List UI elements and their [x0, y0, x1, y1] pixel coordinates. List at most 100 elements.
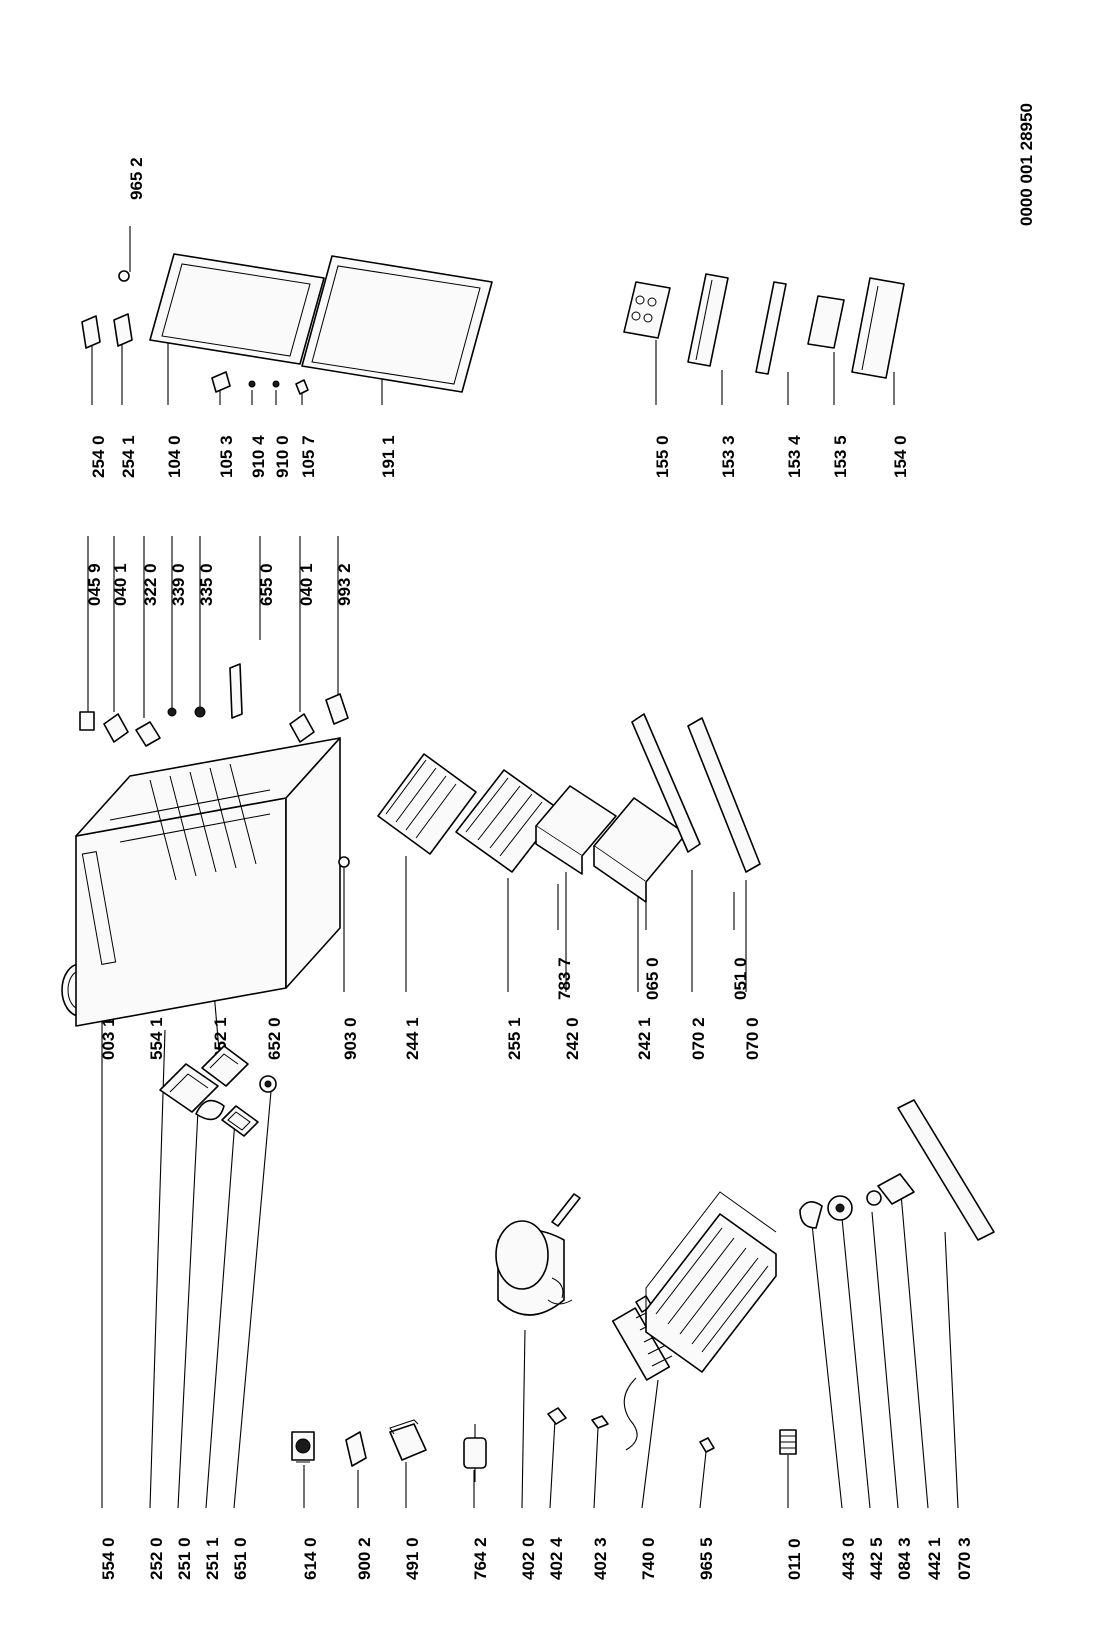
label-764-2: 764 2 [471, 1537, 490, 1580]
label-254-1: 254 1 [119, 435, 138, 478]
clip-402-3 [591, 1415, 609, 1429]
trim-070-3 [897, 1099, 995, 1241]
label-965-2: 965 2 [127, 157, 146, 200]
label-070-0: 070 0 [743, 1017, 762, 1060]
door-labels: 254 0 254 1 104 0 105 3 910 4 910 0 105 … [89, 157, 398, 478]
label-153-4: 153 4 [785, 435, 804, 478]
label-491-0: 491 0 [403, 1537, 422, 1580]
label-402-3: 402 3 [591, 1537, 610, 1580]
door-shelf-154-0 [851, 277, 905, 379]
screw-910-4 [248, 380, 256, 388]
label-900-2: 900 2 [355, 1537, 374, 1580]
drawer-242-0 [535, 785, 617, 875]
hinge-040-1-bottom [289, 713, 315, 743]
screw-339-0 [167, 707, 177, 717]
lamp-housing-252-0 [159, 1063, 219, 1113]
label-993-2: 993 2 [335, 563, 354, 606]
label-402-0: 402 0 [519, 1537, 538, 1580]
cable-993-2 [325, 693, 349, 725]
label-105-3: 105 3 [217, 435, 236, 478]
door-104-0 [149, 253, 325, 365]
door-shelf-153-3 [687, 273, 729, 367]
pin-045-9 [79, 711, 95, 731]
screw-910-0 [272, 380, 280, 388]
bracket-442-1 [877, 1173, 915, 1205]
label-191-1: 191 1 [379, 435, 398, 478]
cabinet-labels: 003 1 903 0 244 1 255 1 242 0 242 1 070 … [99, 1017, 762, 1060]
label-651-0: 651 0 [231, 1537, 250, 1580]
label-903-0: 903 0 [341, 1017, 360, 1060]
label-155-0: 155 0 [653, 435, 672, 478]
label-443-0: 443 0 [839, 1537, 858, 1580]
screw-011-0 [779, 1429, 797, 1455]
label-910-0: 910 0 [273, 435, 292, 478]
label-655-0: 655 0 [257, 563, 276, 606]
relay-cover-443-0 [799, 1201, 823, 1229]
label-003-1: 003 1 [99, 1017, 118, 1060]
label-244-1: 244 1 [403, 1017, 422, 1060]
relay-442-5 [827, 1195, 853, 1221]
label-242-1: 242 1 [635, 1017, 654, 1060]
hinge-labels: 045 9 040 1 322 0 339 0 335 0 655 0 040 … [85, 563, 354, 606]
label-339-0: 339 0 [169, 563, 188, 606]
lamp-cover-251-0 [195, 1099, 225, 1121]
lamp-bulb-651-0 [259, 1075, 277, 1093]
plug-903-0 [338, 856, 350, 868]
bracket-402-4 [547, 1407, 567, 1425]
label-065-0: 065 0 [643, 957, 662, 1000]
label-084-3: 084 3 [895, 1537, 914, 1580]
label-783-7: 783 7 [555, 957, 574, 1000]
label-040-1-bottom: 040 1 [297, 563, 316, 606]
label-153-5: 153 5 [831, 435, 850, 478]
thermostat-614-0 [291, 1431, 315, 1463]
leader-lines [87, 226, 959, 1509]
strip-070-2 [631, 713, 701, 853]
document-number: 0000 001 28950 [1017, 103, 1036, 226]
left-labels: 554 0 252 0 251 0 251 1 651 0 614 0 900 … [99, 1537, 974, 1580]
label-402-4: 402 4 [547, 1537, 566, 1580]
hinge-040-1-top [103, 713, 129, 743]
rod-655-0 [229, 663, 243, 719]
label-070-2: 070 2 [689, 1017, 708, 1060]
label-322-0: 322 0 [141, 563, 160, 606]
bracket-105-3 [211, 371, 231, 393]
cap-965-2 [118, 270, 130, 282]
compressor-402-0 [495, 1220, 573, 1316]
label-910-4: 910 4 [249, 435, 268, 478]
label-251-0: 251 0 [175, 1537, 194, 1580]
label-442-5: 442 5 [867, 1537, 886, 1580]
handle-254-1 [113, 313, 133, 347]
cabinet-003-1 [75, 737, 341, 1027]
protector-084-3 [866, 1190, 882, 1206]
label-255-1: 255 1 [505, 1017, 524, 1060]
plate-900-2 [345, 1431, 367, 1467]
hinge-322-0 [135, 721, 161, 747]
handle-254-0 [81, 315, 101, 349]
label-554-1: 554 1 [147, 1017, 166, 1060]
label-740-0: 740 0 [639, 1537, 658, 1580]
label-045-9: 045 9 [85, 563, 104, 606]
label-614-0: 614 0 [301, 1537, 320, 1580]
box-491-0 [389, 1419, 427, 1461]
label-040-1-top: 040 1 [111, 563, 130, 606]
label-242-0: 242 0 [563, 1017, 582, 1060]
label-554-0: 554 0 [99, 1537, 118, 1580]
strip-070-0 [687, 717, 761, 873]
label-153-3: 153 3 [719, 435, 738, 478]
label-251-1: 251 1 [203, 1537, 222, 1580]
label-252-0: 252 0 [147, 1537, 166, 1580]
pin-105-7 [295, 379, 309, 395]
label-070-3: 070 3 [955, 1537, 974, 1580]
shelf-244-1 [377, 753, 477, 855]
egg-tray-155-0 [623, 281, 671, 339]
label-105-7: 105 7 [299, 435, 318, 478]
screw-335-0 [194, 706, 206, 718]
grommet-965-5 [699, 1437, 715, 1453]
tube-783-7 [551, 1193, 581, 1227]
gasket-191-1 [301, 255, 493, 393]
lamp-bracket-252-1 [201, 1045, 249, 1087]
label-011-0: 011 0 [785, 1538, 804, 1580]
label-104-0: 104 0 [165, 435, 184, 478]
label-965-5: 965 5 [697, 1537, 716, 1580]
